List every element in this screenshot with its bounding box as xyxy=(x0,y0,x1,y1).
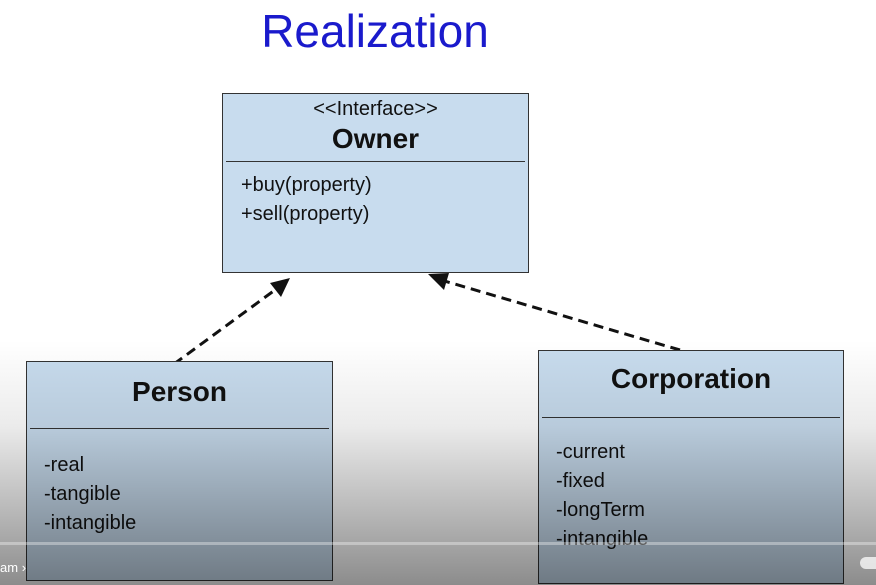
owner-member: +sell(property) xyxy=(241,203,370,225)
corporation-class-box: Corporation -current -fixed -longTerm -i… xyxy=(538,350,844,584)
corporation-member: -longTerm xyxy=(556,499,645,521)
chevron-right-icon: › xyxy=(21,560,27,575)
corporation-member: -fixed xyxy=(556,470,605,492)
corporation-member: -current xyxy=(556,441,625,463)
toggle-switch[interactable] xyxy=(860,557,876,569)
person-member: -real xyxy=(44,454,85,476)
owner-member: +buy(property) xyxy=(241,174,372,196)
chapter-button[interactable]: am › xyxy=(0,560,26,575)
corporation-member: -intangible xyxy=(556,528,649,550)
corporation-name: Corporation xyxy=(610,363,772,394)
owner-divider xyxy=(226,161,525,162)
owner-interface-box: <<Interface>> Owner +buy(property) +sell… xyxy=(222,93,529,273)
person-divider xyxy=(30,428,329,429)
corporation-divider xyxy=(542,417,840,418)
corporation-realization-line xyxy=(440,278,681,352)
corporation-arrowhead xyxy=(428,273,449,290)
person-member: -intangible xyxy=(44,512,137,534)
owner-members: +buy(property) +sell(property) xyxy=(223,162,528,229)
person-class-box: Person -real -tangible -intangible xyxy=(26,361,333,581)
person-member: -tangible xyxy=(44,483,121,505)
owner-stereotype: <<Interface>> xyxy=(313,98,438,120)
slide-title: Realization xyxy=(261,5,489,57)
person-realization-line xyxy=(173,285,280,366)
chapter-label: am xyxy=(0,560,19,575)
progress-bar[interactable] xyxy=(0,542,876,545)
owner-name: Owner xyxy=(331,123,420,154)
person-arrowhead xyxy=(270,278,290,297)
person-members: -real -tangible -intangible xyxy=(27,429,332,538)
corporation-members: -current -fixed -longTerm -intangible xyxy=(539,418,843,554)
person-name: Person xyxy=(132,376,227,407)
